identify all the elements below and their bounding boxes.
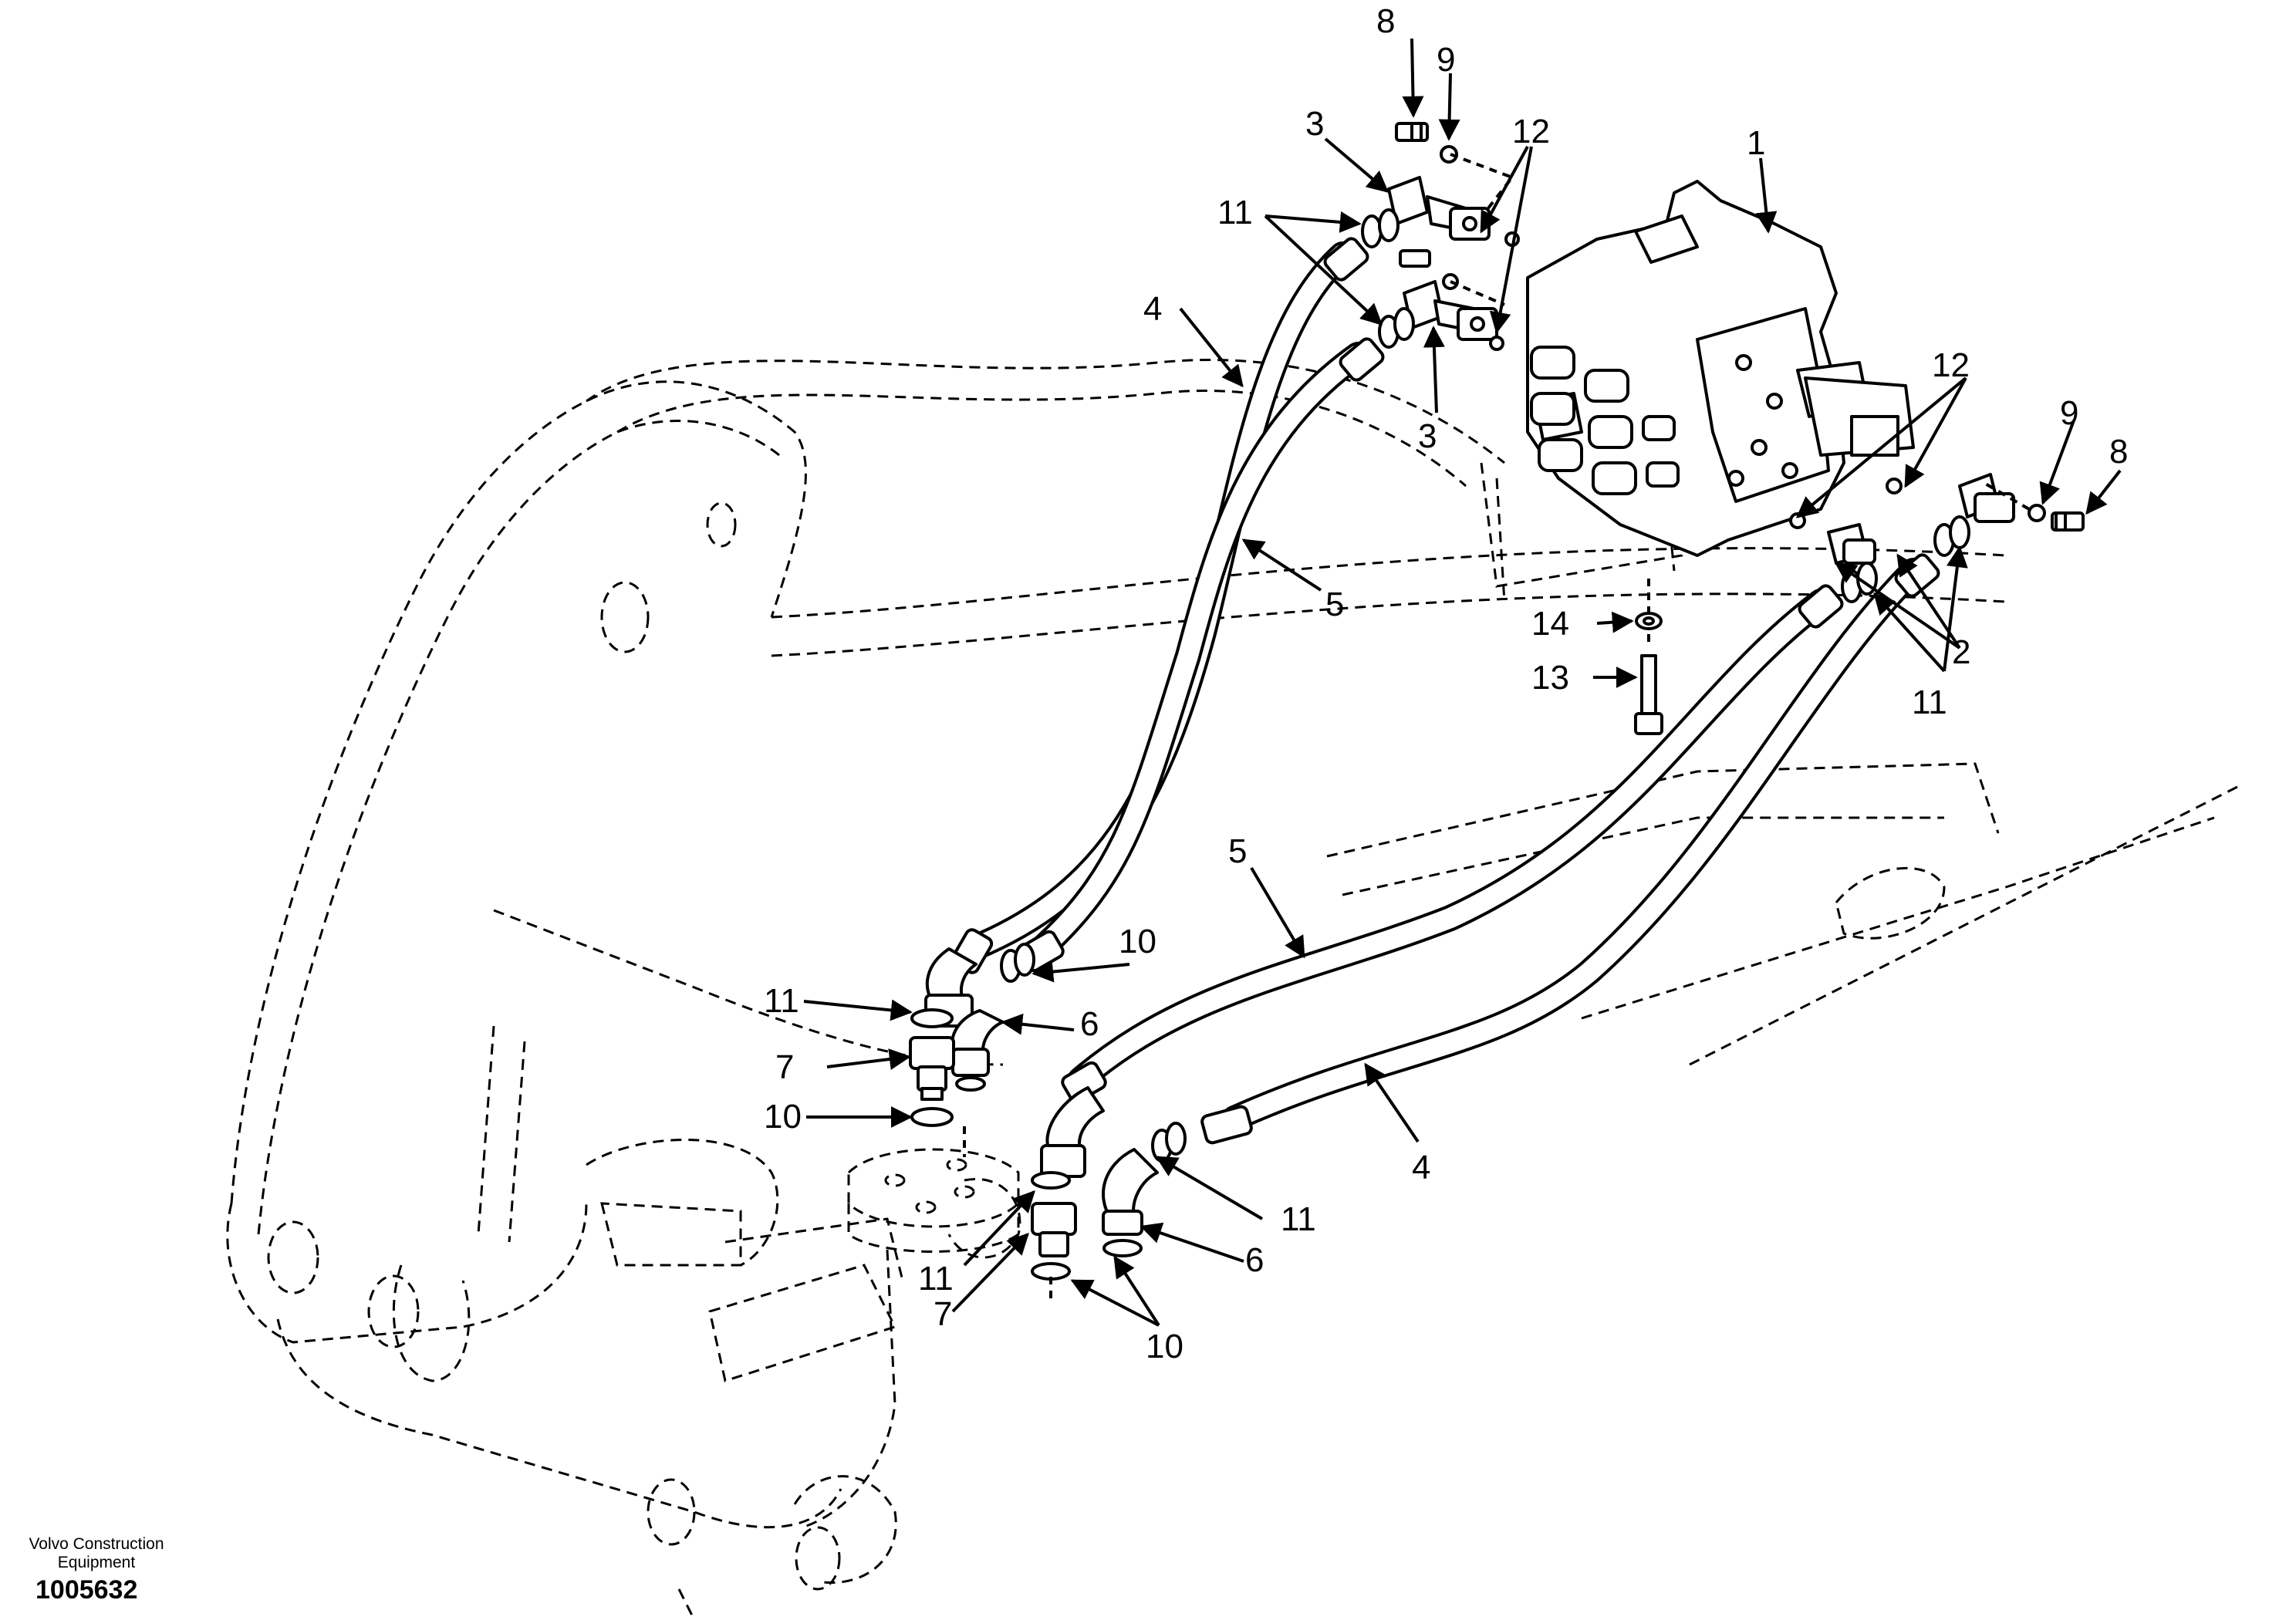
callout-11-center: 11 [1281,1200,1316,1238]
elbow-left-6b [950,1009,1004,1077]
callout-12-top: 12 [1512,113,1550,150]
callout-3-bottom: 3 [1418,417,1437,455]
o-rings-upper [1361,208,1415,349]
callout-2: 2 [1952,633,1970,671]
callout-7-bottom: 7 [934,1295,952,1333]
callout-4-lower: 4 [1412,1149,1430,1186]
flange-lower [1403,280,1498,341]
callout-4-upper: 4 [1143,290,1162,328]
hose-lower-5 [1067,589,1834,1093]
flange-upper [1387,176,1491,241]
washer [1635,612,1663,630]
callout-labels: 1 2 3 3 4 4 5 5 6 6 7 7 8 8 9 9 10 10 10… [764,2,2128,1365]
elbow-center-6 [1040,1086,1105,1178]
callout-6-right: 6 [1245,1241,1264,1279]
callout-11-right: 11 [1912,683,1947,721]
brand-line-1: Volvo Construction [29,1535,164,1553]
bolt-right [2028,504,2085,532]
callout-10-left-upper: 10 [1119,923,1156,960]
control-valve [1526,180,1915,557]
callout-11-bottom: 11 [918,1260,954,1298]
brand-caption: Volvo Construction Equipment [8,1535,185,1572]
valve-spool-caps [1530,346,1798,495]
callout-1: 1 [1747,124,1765,162]
callout-5-upper: 5 [1325,586,1344,623]
bolt-upper [1395,122,1459,290]
callout-3-top: 3 [1305,105,1324,143]
mounting-bolt [1634,579,1663,735]
callout-10-left-lower: 10 [764,1098,802,1136]
callout-13: 13 [1531,659,1569,697]
elbow-right-6 [1102,1148,1159,1236]
leader-lines [803,38,2122,1327]
callout-8-top: 8 [1376,2,1395,40]
callout-5-lower: 5 [1228,832,1247,870]
callout-10-bottom: 10 [1146,1328,1183,1365]
callout-14: 14 [1531,605,1569,643]
flange-right [1827,473,2015,565]
drawing-number: 1005632 [35,1575,138,1605]
callout-11-top: 11 [1217,194,1253,231]
callout-6-left: 6 [1080,1005,1099,1043]
adapter-left-7 [909,1036,955,1101]
callout-9-top: 9 [1437,41,1455,79]
callout-9-right: 9 [2060,394,2078,432]
callout-12-right: 12 [1932,346,1970,384]
boom-frame-outline [226,359,2238,1620]
callout-11-left: 11 [764,982,799,1020]
hose-upper-4 [959,241,1356,962]
adapter-center-7 [1031,1202,1077,1257]
o-rings-center [1031,1122,1187,1304]
hose-upper-5 [1028,342,1371,962]
brand-line-2: Equipment [57,1554,136,1571]
callout-7-left: 7 [775,1048,794,1086]
callout-8-right: 8 [2109,433,2128,471]
o-rings-left [910,943,1035,1127]
hose-fittings [950,237,1940,1145]
